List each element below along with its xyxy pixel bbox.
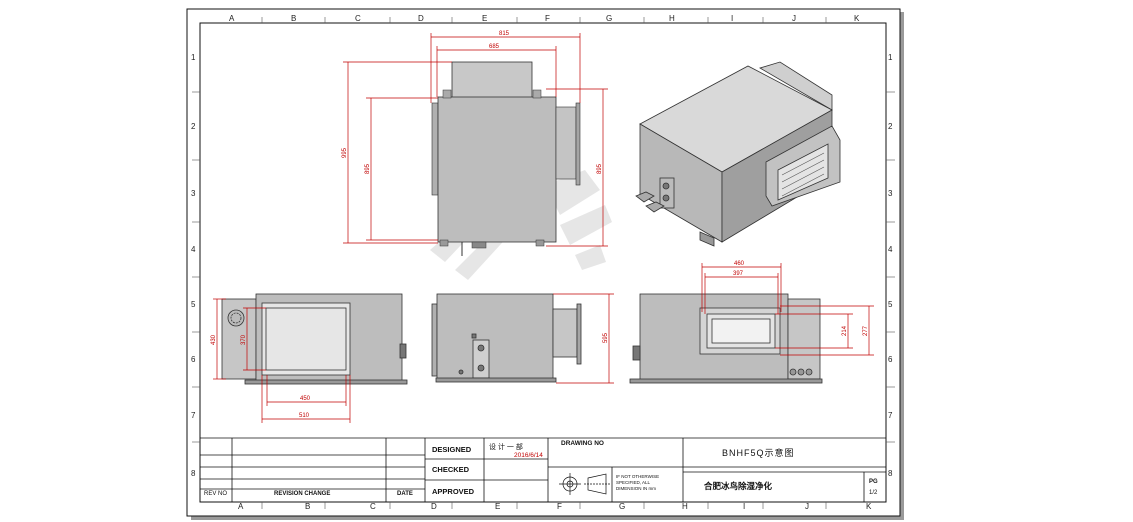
date-label: DATE: [397, 491, 413, 497]
company-name: 合肥冰鸟除湿净化: [703, 481, 773, 491]
approved-label: APPROVED: [432, 487, 475, 496]
grid-row-label: 5: [888, 300, 893, 309]
right-view-dimension-lines: [701, 263, 874, 356]
dim-front-width-outer: 815: [499, 31, 510, 37]
front-view: [431, 61, 581, 256]
grid-row-labels-left: 1 2 3 4 5 6 7 8: [191, 53, 196, 478]
page-value: 1/2: [869, 490, 878, 496]
grid-col-label: D: [418, 14, 424, 23]
grid-col-label: F: [557, 502, 562, 511]
grid-row-label: 3: [888, 189, 893, 198]
page-label: PG: [869, 479, 878, 485]
dim-side-height-outer: 430: [211, 334, 217, 345]
grid-col-label: F: [545, 14, 550, 23]
projection-symbol-icon: [559, 473, 610, 495]
grid-row-label: 7: [888, 411, 893, 420]
grid-row-label: 1: [191, 53, 196, 62]
right-side-view: [629, 293, 823, 384]
dim-side-height-inner: 370: [241, 334, 247, 345]
rev-no-label: REV NO: [204, 491, 227, 497]
grid-col-label: A: [238, 502, 244, 511]
revision-change-label: REVISION CHANGE: [274, 491, 330, 497]
grid-row-label: 8: [888, 469, 893, 478]
grid-col-label: K: [854, 14, 860, 23]
checked-label: CHECKED: [432, 465, 470, 474]
dim-right-height-inner: 214: [842, 325, 848, 336]
units-note-line: DIMENSION IN mm: [616, 486, 656, 491]
grid-col-label: G: [606, 14, 612, 23]
grid-col-label: K: [866, 502, 872, 511]
grid-row-label: 2: [888, 122, 893, 131]
left-view-dimension-lines: [213, 298, 351, 423]
grid-col-label: C: [370, 502, 376, 511]
back-view-dimension-lines: [553, 293, 614, 384]
grid-col-label: J: [792, 14, 796, 23]
grid-col-label: A: [229, 14, 235, 23]
grid-row-label: 2: [191, 122, 196, 131]
grid-col-label: B: [305, 502, 310, 511]
grid-row-label: 8: [191, 469, 196, 478]
grid-row-label: 3: [191, 189, 196, 198]
isometric-view: [635, 61, 841, 247]
grid-row-label: 1: [888, 53, 893, 62]
drawing-no-label: DRAWING NO: [561, 440, 604, 447]
grid-column-labels-top: A B C D E F G H I J K: [229, 14, 860, 23]
grid-col-label: H: [669, 14, 675, 23]
designer-name: 设 计 一 部: [489, 442, 523, 451]
back-view: [431, 293, 582, 383]
dim-side-width-inner: 450: [300, 396, 311, 402]
dim-right-width-inner: 397: [733, 271, 744, 277]
grid-col-label: E: [482, 14, 487, 23]
dim-front-height-outer: 995: [342, 147, 348, 158]
grid-ticks: [192, 17, 895, 509]
dim-front-height-right: 895: [597, 163, 603, 174]
grid-row-label: 4: [191, 245, 196, 254]
units-note-line: SPECIFIED, ALL: [616, 480, 651, 485]
dim-right-height-outer: 277: [863, 325, 869, 336]
grid-col-label: I: [731, 14, 733, 23]
grid-row-label: 6: [191, 355, 196, 364]
front-view-dimension-lines: [343, 33, 608, 247]
drawing-title: BNHF5Q示意图: [722, 447, 795, 458]
drawing-frame: [199, 22, 887, 503]
grid-row-labels-right: 1 2 3 4 5 6 7 8: [888, 53, 893, 478]
grid-col-label: G: [619, 502, 625, 511]
design-date: 2016/6/14: [514, 452, 543, 459]
title-block: [200, 437, 886, 502]
grid-row-label: 5: [191, 300, 196, 309]
grid-row-label: 6: [888, 355, 893, 364]
grid-row-label: 7: [191, 411, 196, 420]
designed-label: DESIGNED: [432, 445, 472, 454]
left-side-view: [221, 293, 408, 385]
dim-right-width-outer: 460: [734, 261, 745, 267]
grid-column-labels-bottom: A B C D E F G H I J K: [238, 502, 872, 511]
grid-col-label: D: [431, 502, 437, 511]
grid-col-label: J: [805, 502, 809, 511]
grid-row-label: 4: [888, 245, 893, 254]
grid-col-label: I: [743, 502, 745, 511]
dim-front-height-inner: 895: [365, 163, 371, 174]
dim-front-width-inner: 685: [489, 44, 500, 50]
grid-col-label: E: [495, 502, 500, 511]
grid-col-label: C: [355, 14, 361, 23]
grid-col-label: B: [291, 14, 296, 23]
grid-col-label: H: [682, 502, 688, 511]
units-note-line: IF NOT OTHERWISE: [616, 474, 659, 479]
dim-back-height: 595: [603, 332, 609, 343]
dim-side-width-outer: 510: [299, 413, 310, 419]
